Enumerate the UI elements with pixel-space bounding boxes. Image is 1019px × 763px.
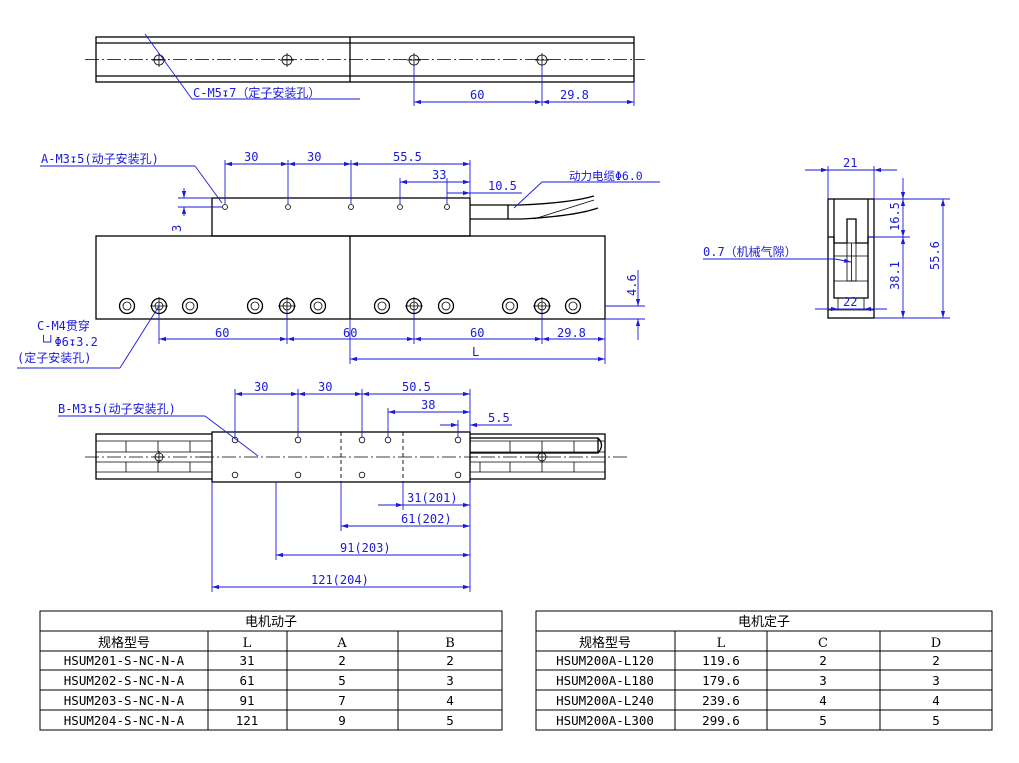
stator-hole-callout-line1: C-M4贯穿 — [37, 318, 90, 333]
dim-bottom-60a: 60 — [215, 326, 229, 340]
dim-front-10-5: 10.5 — [488, 179, 517, 193]
stator-spec-table: 电机定子 规格型号 L C D HSUM200A-L120 119.6 2 2 … — [535, 610, 993, 731]
table-cell: 3 — [819, 673, 827, 688]
stator-header-L: L — [717, 636, 726, 651]
stator-table-title: 电机定子 — [738, 615, 790, 630]
dim-plan-30b: 30 — [318, 380, 332, 394]
front-view: A-M3↧5(动子安装孔) 30 30 55.5 33 10.5 动力电缆Φ6.… — [17, 150, 660, 369]
stator-header-model: 规格型号 — [579, 635, 631, 651]
table-cell: 5 — [819, 713, 827, 728]
table-cell: 119.6 — [702, 653, 740, 668]
table-cell: 2 — [819, 653, 827, 668]
dim-plan-50-5: 50.5 — [402, 380, 431, 394]
dim-side-22: 22 — [843, 295, 857, 309]
table-cell: 31 — [239, 653, 254, 668]
mover-header-L: L — [243, 636, 252, 651]
dim-plan-38: 38 — [421, 398, 435, 412]
cable-callout: 动力电缆Φ6.0 — [569, 169, 643, 183]
dim-plan-31: 31(201) — [407, 491, 458, 505]
dim-top-60: 60 — [470, 88, 484, 102]
table-cell: 121 — [236, 713, 259, 728]
mover-header-A: A — [336, 636, 347, 651]
table-cell: HSUM200A-L120 — [556, 653, 654, 668]
table-cell: 2 — [338, 653, 346, 668]
dim-front-33: 33 — [432, 168, 446, 182]
table-cell: 4 — [819, 693, 827, 708]
table-cell: 91 — [239, 693, 254, 708]
table-cell: HSUM201-S-NC-N-A — [64, 653, 185, 668]
table-cell: 299.6 — [702, 713, 740, 728]
mover-spec-table: 电机动子 规格型号 L A B HSUM201-S-NC-N-A 31 2 2 … — [39, 610, 503, 731]
table-cell: 2 — [446, 653, 454, 668]
dim-bottom-29-8: 29.8 — [557, 326, 586, 340]
dim-top-29-8: 29.8 — [560, 88, 589, 102]
table-cell: 5 — [446, 713, 454, 728]
table-cell: HSUM200A-L180 — [556, 673, 654, 688]
dim-side-38-1: 38.1 — [888, 261, 902, 290]
table-cell: 179.6 — [702, 673, 740, 688]
mover-header-model: 规格型号 — [98, 635, 150, 651]
dim-front-55-5: 55.5 — [393, 150, 422, 164]
table-cell: HSUM202-S-NC-N-A — [64, 673, 185, 688]
dim-side-21: 21 — [843, 156, 857, 170]
side-view: 21 16.5 55.6 38.1 22 0.7（机械气隙） — [703, 156, 950, 319]
dim-plan-30a: 30 — [254, 380, 268, 394]
table-cell: HSUM200A-L240 — [556, 693, 654, 708]
stator-holes-front — [118, 297, 582, 315]
power-cable — [470, 195, 599, 220]
table-cell: 3 — [446, 673, 454, 688]
table-cell: 7 — [338, 693, 346, 708]
table-cell: 239.6 — [702, 693, 740, 708]
stator-hole-callout-line2: └┘Φ6↧3.2 — [40, 334, 98, 349]
mover-holes-plan — [231, 436, 462, 479]
table-cell: HSUM200A-L300 — [556, 713, 654, 728]
table-cell: 3 — [932, 673, 940, 688]
stator-header-D: D — [931, 636, 941, 651]
mover-hole-callout-a: A-M3↧5(动子安装孔) — [41, 151, 159, 166]
table-cell: 5 — [338, 673, 346, 688]
stator-hole-callout-top: C-M5↧7（定子安装孔） — [193, 85, 320, 100]
dim-side-16-5: 16.5 — [888, 202, 902, 231]
mover-holes-front — [222, 204, 450, 210]
table-cell: 2 — [932, 653, 940, 668]
mover-header-B: B — [445, 636, 455, 651]
table-cell: 4 — [932, 693, 940, 708]
stator-header-C: C — [818, 636, 828, 651]
table-cell: 61 — [239, 673, 254, 688]
stator-hole-callout-line3: (定子安装孔) — [17, 350, 91, 365]
dim-bottom-60c: 60 — [470, 326, 484, 340]
table-cell: 9 — [338, 713, 346, 728]
dim-plan-61: 61(202) — [401, 512, 452, 526]
top-stator-view: C-M5↧7（定子安装孔） 60 29.8 — [85, 33, 645, 106]
dim-bottom-60b: 60 — [343, 326, 357, 340]
dim-front-3: 3 — [170, 225, 184, 232]
dim-side-55-6: 55.6 — [928, 241, 942, 270]
air-gap-callout: 0.7（机械气隙） — [703, 244, 797, 259]
dim-front-4-6: 4.6 — [625, 274, 639, 296]
dim-bottom-L: L — [472, 345, 479, 359]
dim-front-30b: 30 — [307, 150, 321, 164]
mover-hole-callout-b: B-M3↧5(动子安装孔) — [58, 401, 176, 416]
dim-plan-5-5: 5.5 — [488, 411, 510, 425]
plan-view: B-M3↧5(动子安装孔) 30 30 50.5 38 5.5 31(201) … — [58, 380, 630, 592]
table-cell: 5 — [932, 713, 940, 728]
mover-table-title: 电机动子 — [245, 615, 297, 630]
dim-plan-91: 91(203) — [340, 541, 391, 555]
table-cell: HSUM204-S-NC-N-A — [64, 713, 185, 728]
table-cell: 4 — [446, 693, 454, 708]
table-cell: HSUM203-S-NC-N-A — [64, 693, 185, 708]
dim-front-30a: 30 — [244, 150, 258, 164]
dim-plan-121: 121(204) — [311, 573, 369, 587]
